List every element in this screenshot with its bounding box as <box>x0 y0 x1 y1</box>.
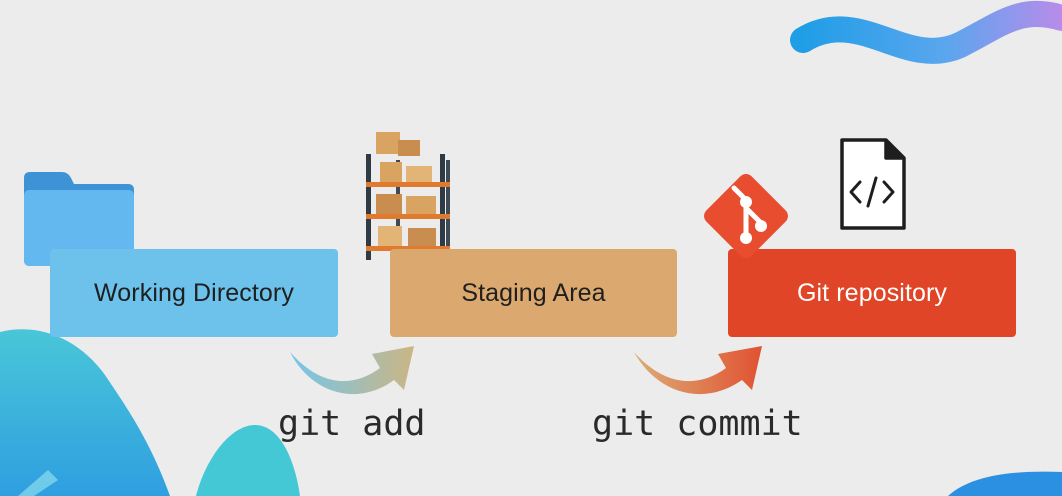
bottom-left-blob-stripe <box>18 470 58 496</box>
bottom-right-blob <box>948 471 1062 496</box>
git-commit-command: git commit <box>592 404 803 444</box>
git-repository-label: Git repository <box>796 278 948 307</box>
git-logo-icon <box>704 174 788 258</box>
staging-area-box: Staging Area <box>390 249 677 337</box>
code-file-icon <box>840 138 906 230</box>
working-directory-box: Working Directory <box>50 249 338 337</box>
warehouse-shelf-icon <box>366 132 450 260</box>
arrow-commit <box>634 346 762 395</box>
bottom-left-blob <box>0 329 170 496</box>
working-directory-label: Working Directory <box>94 278 294 307</box>
bottom-center-blob <box>196 425 300 496</box>
staging-area-label: Staging Area <box>461 278 606 307</box>
arrow-add <box>290 346 414 395</box>
git-add-command: git add <box>278 404 426 444</box>
top-right-wave <box>790 0 1062 64</box>
git-repository-box: Git repository <box>728 249 1016 337</box>
folder-icon <box>24 172 134 266</box>
